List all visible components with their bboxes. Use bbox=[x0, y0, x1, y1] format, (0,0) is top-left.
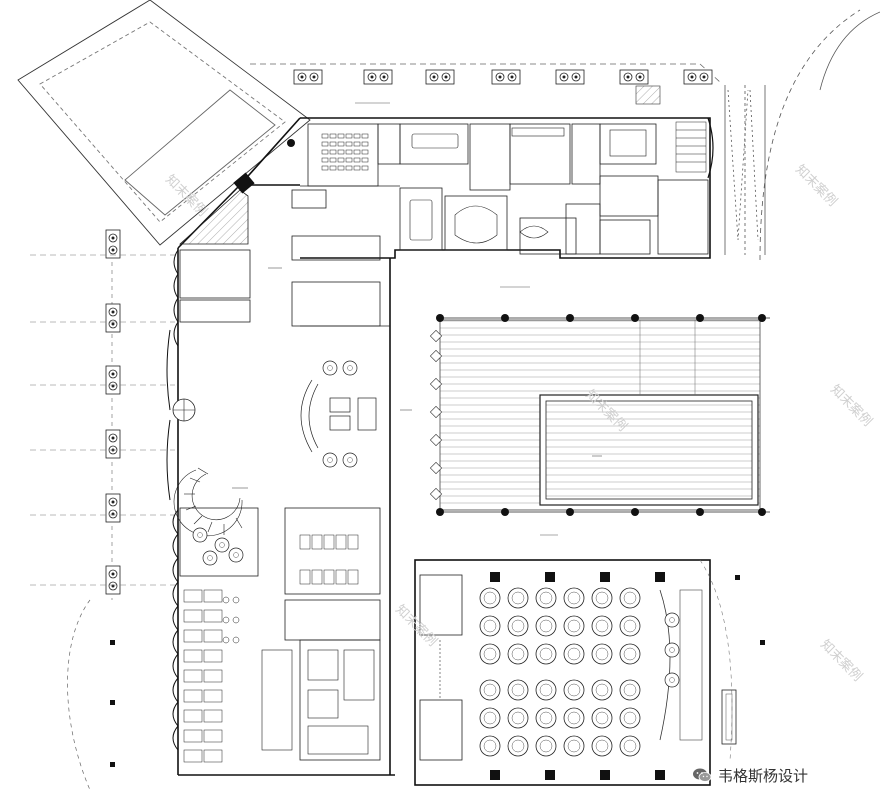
watermark: 知末案例 bbox=[792, 162, 840, 210]
meeting-room-furniture bbox=[409, 127, 647, 244]
left-bollards bbox=[30, 229, 175, 791]
east-markers bbox=[699, 559, 765, 761]
restroom-stalls bbox=[299, 534, 359, 585]
brand-badge: 韦格斯杨设计 bbox=[692, 764, 808, 786]
room-annotations bbox=[232, 102, 602, 536]
spiral-staircase bbox=[173, 467, 243, 537]
north-wing-rooms bbox=[291, 123, 709, 255]
banquet-hall bbox=[419, 572, 703, 780]
stair-northeast bbox=[675, 117, 714, 179]
top-boundary bbox=[250, 63, 721, 105]
pool-deck bbox=[429, 314, 770, 516]
auditorium-seating bbox=[321, 133, 369, 171]
entry-canopy bbox=[178, 189, 249, 245]
wechat-icon bbox=[693, 768, 712, 782]
road-curve bbox=[724, 9, 880, 261]
main-entrance bbox=[166, 329, 196, 501]
watermark: 知末案例 bbox=[162, 172, 210, 220]
kitchen-equipment bbox=[261, 649, 375, 755]
west-facade bbox=[172, 249, 179, 751]
restaurant-booths bbox=[183, 589, 240, 763]
plaza-outline bbox=[17, 0, 311, 246]
watermark: 知末案例 bbox=[392, 602, 440, 650]
cafe-seating bbox=[192, 527, 244, 566]
watermark: 知末案例 bbox=[827, 382, 875, 430]
banquet-round-tables bbox=[479, 587, 680, 757]
watermark: 知末案例 bbox=[817, 637, 865, 685]
brand-name: 韦格斯杨设计 bbox=[718, 766, 809, 785]
lobby-lounge bbox=[300, 360, 377, 468]
west-block-rooms bbox=[179, 235, 390, 761]
